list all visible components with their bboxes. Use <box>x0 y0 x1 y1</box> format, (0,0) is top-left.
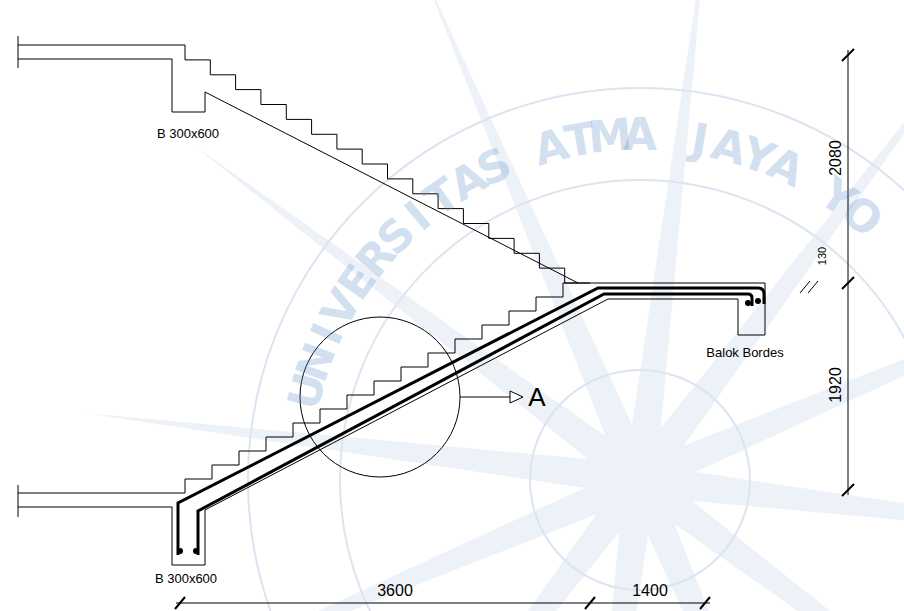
stair-steps <box>185 45 590 283</box>
stair-lines <box>18 36 854 609</box>
slab-line <box>18 493 185 494</box>
callout-leader <box>460 397 512 398</box>
rebar <box>198 294 752 555</box>
beam-outline <box>18 59 205 112</box>
arrow-head <box>510 391 523 403</box>
dimension-tick <box>800 281 810 293</box>
dimension-value: 1400 <box>632 583 668 599</box>
stair-soffit <box>205 299 738 510</box>
dimension-line <box>848 50 849 495</box>
dimension-tick <box>842 277 854 289</box>
rebar-dot <box>745 300 751 306</box>
dimension-value: 3600 <box>377 583 413 599</box>
rebar-dot <box>177 548 183 554</box>
beam-label: Balok Bordes <box>706 346 783 359</box>
watermark-ring <box>248 88 904 611</box>
wall-line <box>18 36 19 68</box>
stair-steps <box>185 283 765 493</box>
beam-label: B 300x600 <box>155 572 217 585</box>
dimension-tick <box>842 484 854 496</box>
wall-line <box>18 485 19 517</box>
dimension-tick <box>700 597 710 609</box>
rebar <box>178 288 764 555</box>
dimension-value: 130 <box>817 247 828 265</box>
detail-callout: A <box>528 384 545 410</box>
dimension-tick <box>175 597 185 609</box>
watermark-ray <box>125 465 646 611</box>
rebar-dot <box>193 548 199 554</box>
watermark-ray <box>625 474 860 611</box>
stair-soffit <box>205 92 578 283</box>
watermark-ring <box>530 370 750 590</box>
slab-line <box>18 45 185 46</box>
dimension-tick <box>808 281 818 293</box>
watermark-letter <box>661 114 680 159</box>
dimension-tick <box>585 597 595 609</box>
dimension-line <box>176 603 710 604</box>
rebar-dot <box>755 298 761 304</box>
dimension-tick <box>842 49 854 61</box>
dimension-value: 1920 <box>828 367 844 403</box>
watermark-logo <box>84 0 904 611</box>
beam-label: B 300x600 <box>157 127 219 140</box>
watermark-letter: A <box>623 113 657 157</box>
